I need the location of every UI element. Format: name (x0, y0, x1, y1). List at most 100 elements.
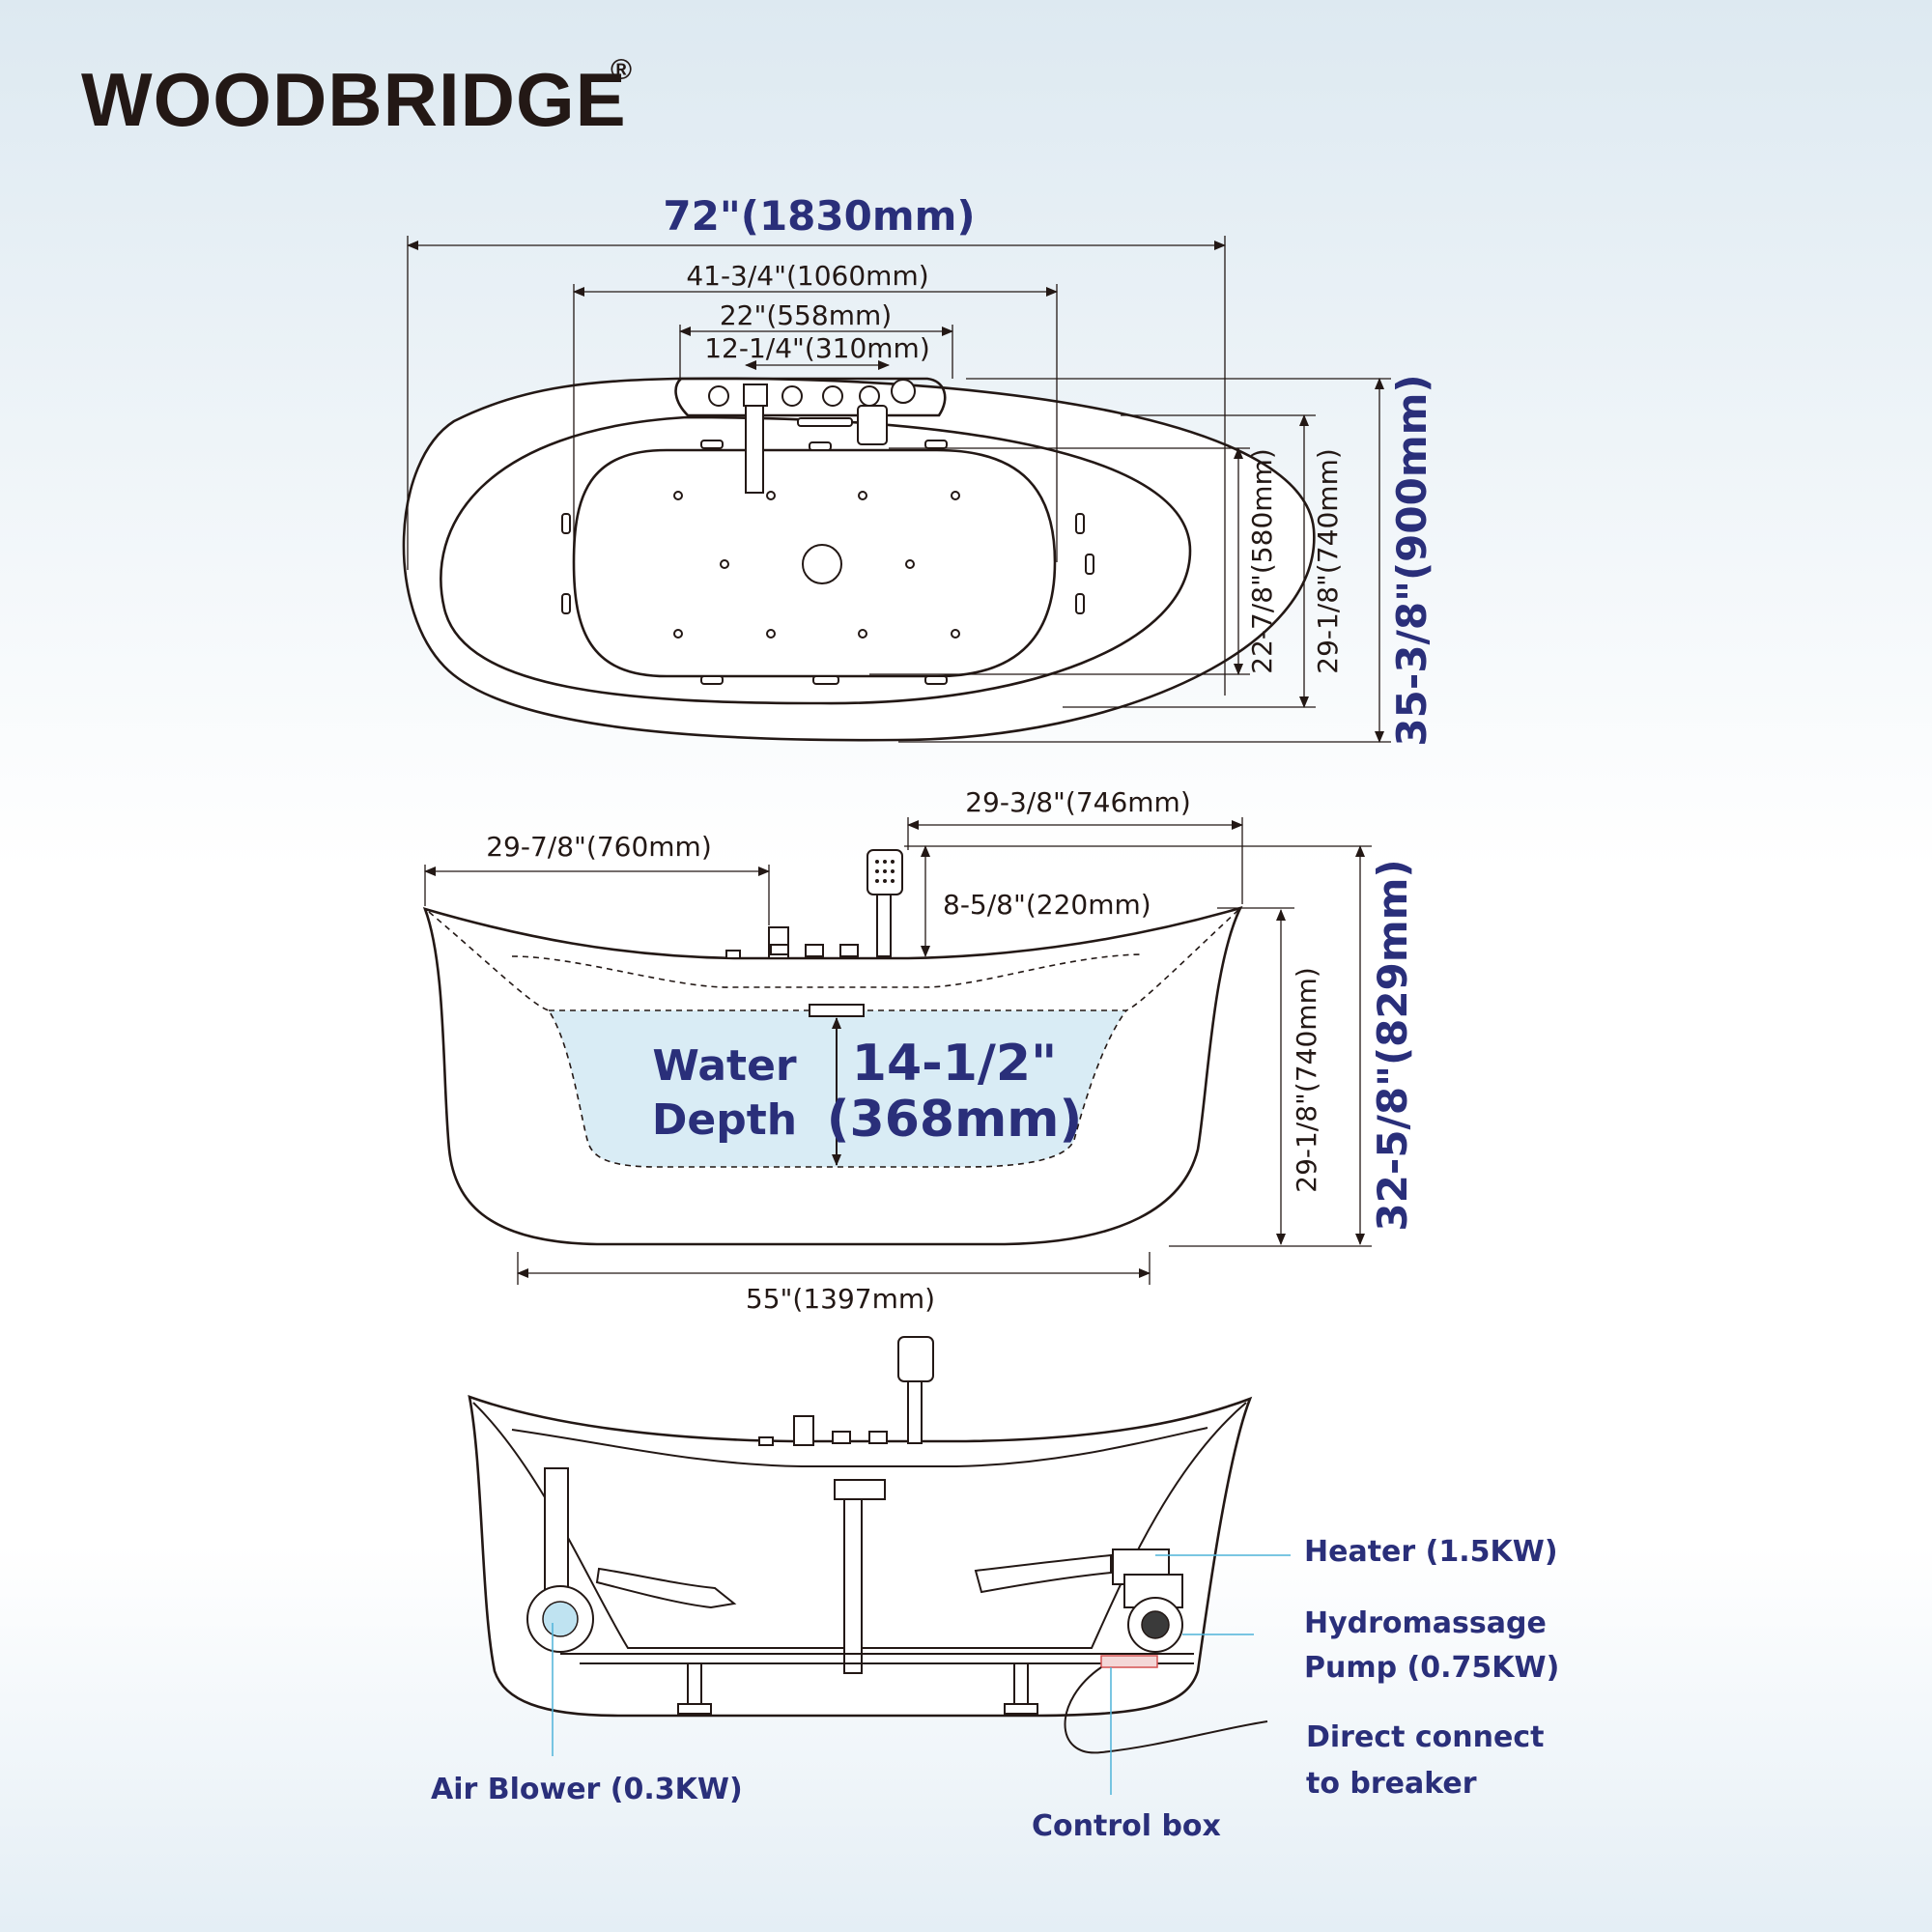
dim-tub-height: 29-1/8"(740mm) (1291, 967, 1322, 1193)
cold-knob (859, 385, 880, 407)
nozzle (891, 869, 895, 873)
brand-name: WOODBRIDGE (81, 57, 627, 142)
dim-inner-length: 41-3/4"(1060mm) (686, 260, 928, 292)
brand-registered-mark: ® (611, 54, 632, 86)
valve-knob (832, 1431, 851, 1444)
jet-pipe-left (595, 1567, 737, 1609)
pump-fan (1141, 1610, 1170, 1639)
drain-overflow-head (834, 1479, 886, 1500)
water-jet (700, 675, 724, 685)
dim-base-length: 55"(1397mm) (746, 1283, 935, 1315)
valve-knob (805, 944, 824, 957)
water-depth-label-line2: Depth (652, 1095, 797, 1145)
nozzle (875, 860, 879, 864)
dim-overall-height: 32-5/8"(829mm) (1369, 859, 1416, 1231)
nozzle (891, 879, 895, 883)
air-button (758, 1436, 774, 1446)
power-cord (1064, 1666, 1268, 1754)
water-jet (700, 440, 724, 449)
water-jet (924, 675, 948, 685)
water-jets (561, 440, 1094, 685)
air-jet (720, 559, 729, 569)
inner-basin-dash (1125, 909, 1239, 1011)
diverter-knob (781, 385, 803, 407)
dim-rim-width: 29-1/8"(740mm) (1312, 448, 1344, 674)
tub-foot (687, 1662, 702, 1707)
nozzle (883, 879, 887, 883)
tub-foot (1013, 1662, 1029, 1707)
air-blower-label: Air Blower (0.3KW) (431, 1773, 743, 1806)
dim-overall-length: 72"(1830mm) (663, 192, 975, 240)
air-jet (673, 629, 683, 639)
nozzle (891, 860, 895, 864)
inner-basin-dash (511, 953, 1141, 988)
water-jet (809, 441, 832, 451)
faucet-deck (674, 377, 947, 417)
air-button (725, 950, 741, 959)
heater-label: Heater (1.5KW) (1304, 1535, 1558, 1569)
air-jet (858, 491, 867, 500)
pump-label-line1: Hydromassage (1304, 1606, 1547, 1640)
control-panel-icon (891, 379, 916, 404)
dim-inner-width: 22-7/8"(580mm) (1246, 448, 1278, 674)
air-jets (673, 491, 960, 639)
water-depth-value-mm: (368mm) (827, 1091, 1082, 1149)
handshower-handle (907, 1380, 923, 1444)
valve-knob (839, 944, 859, 957)
nozzle (875, 869, 879, 873)
water-jet (1085, 554, 1094, 575)
water-jet (812, 675, 839, 685)
air-jet (766, 629, 776, 639)
air-jet (673, 491, 683, 500)
top-view-inner-rim (440, 415, 1192, 705)
control-box-label: Control box (1032, 1809, 1221, 1843)
hot-knob (822, 385, 843, 407)
air-jet (951, 629, 960, 639)
shower-holder (857, 405, 888, 445)
brand-logo: WOODBRIDGE ® (81, 54, 632, 142)
water-jet (561, 513, 571, 534)
handshower-nozzles (875, 860, 895, 883)
drain-pipe (843, 1498, 863, 1674)
faucet-spout (793, 1415, 814, 1446)
handshower-handle (876, 894, 892, 957)
air-button-icon (708, 385, 729, 407)
nozzle (875, 879, 879, 883)
component-view: Heater (1.5KW) Hydromassage Pump (0.75KW… (431, 1336, 1559, 1843)
top-view: 72"(1830mm) 41-3/4"(1060mm) 22"(558mm) 1… (402, 192, 1435, 747)
dim-deck-width: 22"(558mm) (720, 299, 892, 331)
valve-knob (868, 1431, 888, 1444)
breaker-label-line1: Direct connect (1306, 1720, 1544, 1754)
air-jet (766, 491, 776, 500)
breaker-label-line2: to breaker (1306, 1767, 1477, 1801)
rim-line (511, 1427, 1208, 1467)
air-jet (858, 629, 867, 639)
dim-faucet-span: 12-1/4"(310mm) (704, 332, 930, 364)
faucet-handle (770, 944, 789, 955)
dim-shower-height: 8-5/8"(220mm) (943, 889, 1151, 921)
faucet-base (743, 384, 768, 407)
dim-overall-width: 35-3/8"(900mm) (1388, 374, 1435, 746)
dim-half-length: 29-7/8"(760mm) (486, 831, 712, 863)
water-jet (561, 593, 571, 614)
dim-faucet-to-end: 29-3/8"(746mm) (965, 786, 1191, 818)
overflow-plate (809, 1004, 865, 1017)
control-box-unit (1100, 1655, 1158, 1668)
air-jet (905, 559, 915, 569)
side-view: Water Depth 14-1/2" (368mm) 29-7/8"(760m… (422, 786, 1416, 1315)
nozzle (883, 860, 887, 864)
water-jet (1075, 593, 1085, 614)
water-jet (1075, 513, 1085, 534)
drain-icon (802, 544, 842, 584)
water-depth-value: 14-1/2" (852, 1035, 1057, 1093)
air-blower-core (542, 1601, 579, 1637)
water-jet (924, 440, 948, 449)
air-jet (951, 491, 960, 500)
nozzle (883, 869, 887, 873)
pump-label-line2: Pump (0.75KW) (1304, 1651, 1559, 1685)
jet-pipe-right (974, 1553, 1112, 1594)
tub-foot-pad (677, 1703, 712, 1715)
overflow-slot (797, 417, 853, 427)
handshower-head (897, 1336, 934, 1382)
